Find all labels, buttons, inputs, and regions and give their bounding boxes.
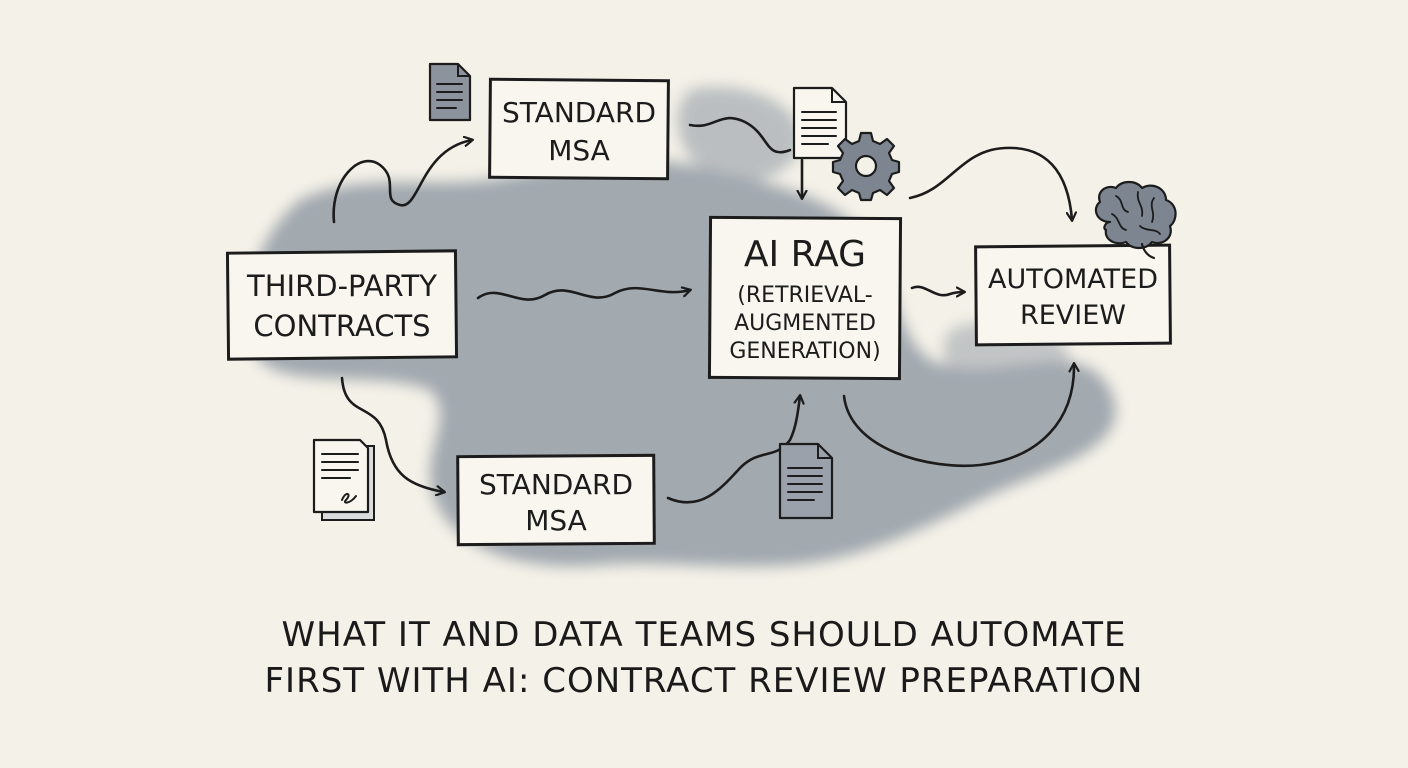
connector-msa-top-to-ai-rag [688,116,792,154]
connector-third-party-to-msa-bottom [340,376,444,492]
caption-line-2: FIRST WITH AI: CONTRACT REVIEW PREPARATI… [264,661,1144,701]
document-icon [778,442,834,520]
node-msa-top-line-1: STANDARD [502,96,656,129]
node-standard-msa-top: STANDARD MSA [488,77,670,181]
node-ai-rag-line-2: (RETRIEVAL- [737,283,872,308]
connector-ai-rag-loop-to-review [842,364,1074,467]
gear-icon [831,131,901,202]
node-msa-bottom-line-2: MSA [525,504,587,537]
connector-third-party-to-ai-rag [476,288,690,301]
connector-gear-to-review [908,146,1072,220]
node-third-party-contracts: THIRD-PARTY CONTRACTS [225,249,459,361]
document-icon [792,86,848,160]
node-ai-rag-line-3: AUGMENTED [734,311,876,336]
connector-third-party-to-msa-top [332,140,472,224]
node-third-party-line-2: CONTRACTS [253,309,430,343]
signed-document-icon [312,438,375,521]
connector-ai-rag-to-review [910,285,964,295]
node-ai-rag-title: AI RAG [744,234,866,275]
diagram-caption: WHAT IT AND DATA TEAMS SHOULD AUTOMATE F… [0,612,1408,704]
node-msa-top-line-2: MSA [548,134,610,167]
node-review-line-2: REVIEW [1020,300,1126,331]
node-automated-review: AUTOMATED REVIEW [974,243,1172,347]
brain-icon [1094,180,1177,260]
node-msa-bottom-line-1: STANDARD [479,468,633,501]
connectors [332,116,1074,504]
node-review-line-1: AUTOMATED [988,264,1158,295]
caption-line-1: WHAT IT AND DATA TEAMS SHOULD AUTOMATE [281,615,1127,655]
node-ai-rag-line-4: GENERATION) [729,339,880,364]
node-third-party-line-1: THIRD-PARTY [246,269,437,303]
document-icon [428,62,472,122]
connector-msa-bottom-to-ai-rag [666,396,800,504]
node-standard-msa-bottom: STANDARD MSA [456,453,656,547]
node-ai-rag: AI RAG (RETRIEVAL- AUGMENTED GENERATION) [707,215,903,381]
